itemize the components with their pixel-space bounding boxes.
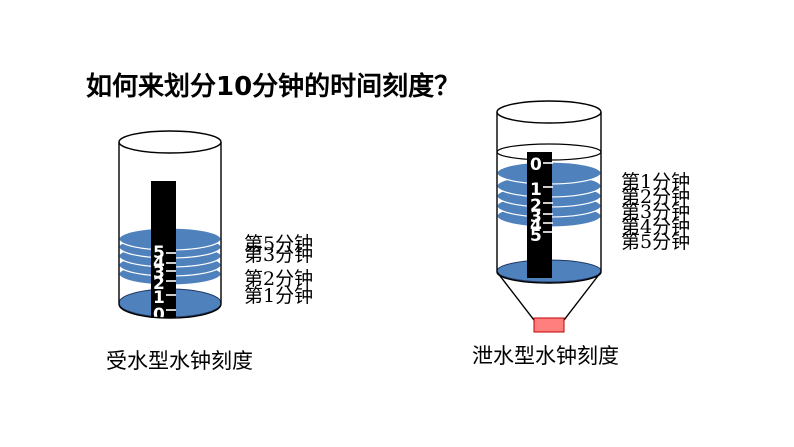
receiving-clock: 0 1 2 3 4 5 xyxy=(118,130,222,325)
outflow-scale-3: 3 xyxy=(530,207,542,227)
outflow-label-4min: 第4分钟 xyxy=(621,216,691,238)
receiving-scale-5: 5 xyxy=(153,243,165,263)
receiving-scale-1: 1 xyxy=(153,288,165,308)
receiving-label-3min: 第3分钟 xyxy=(244,244,314,266)
outflow-scale-0: 0 xyxy=(530,155,542,175)
outflow-label-5min: 第5分钟 xyxy=(621,231,691,253)
outflow-outlet xyxy=(533,317,565,333)
outflow-caption: 泄水型水钟刻度 xyxy=(472,344,619,368)
receiving-cylinder-top xyxy=(118,130,222,154)
outflow-scale-rod xyxy=(527,152,552,278)
outflow-scale-5: 5 xyxy=(530,226,542,246)
receiving-label-5min: 第5分钟 xyxy=(244,233,314,255)
outflow-label-1min: 第1分钟 xyxy=(621,171,691,193)
question-title: 如何来划分10分钟的时间刻度？ xyxy=(86,72,461,102)
receiving-scale-0: 0 xyxy=(153,305,165,325)
outflow-scale-4: 4 xyxy=(530,216,542,236)
outflow-label-2min: 第2分钟 xyxy=(621,186,691,208)
outflow-scale-2: 2 xyxy=(530,196,542,216)
outflow-cylinder-top xyxy=(496,100,602,124)
receiving-scale-3: 3 xyxy=(153,263,165,283)
outflow-scale-1: 1 xyxy=(530,180,542,200)
receiving-scale-2: 2 xyxy=(153,274,165,294)
outflow-label-3min: 第3分钟 xyxy=(621,201,691,223)
receiving-caption: 受水型水钟刻度 xyxy=(106,349,253,373)
receiving-label-2min: 第2分钟 xyxy=(244,268,314,290)
receiving-label-1min: 第1分钟 xyxy=(244,285,314,307)
receiving-scale-4: 4 xyxy=(153,253,165,273)
outflow-clock: 0 1 2 3 4 5 xyxy=(496,100,602,333)
